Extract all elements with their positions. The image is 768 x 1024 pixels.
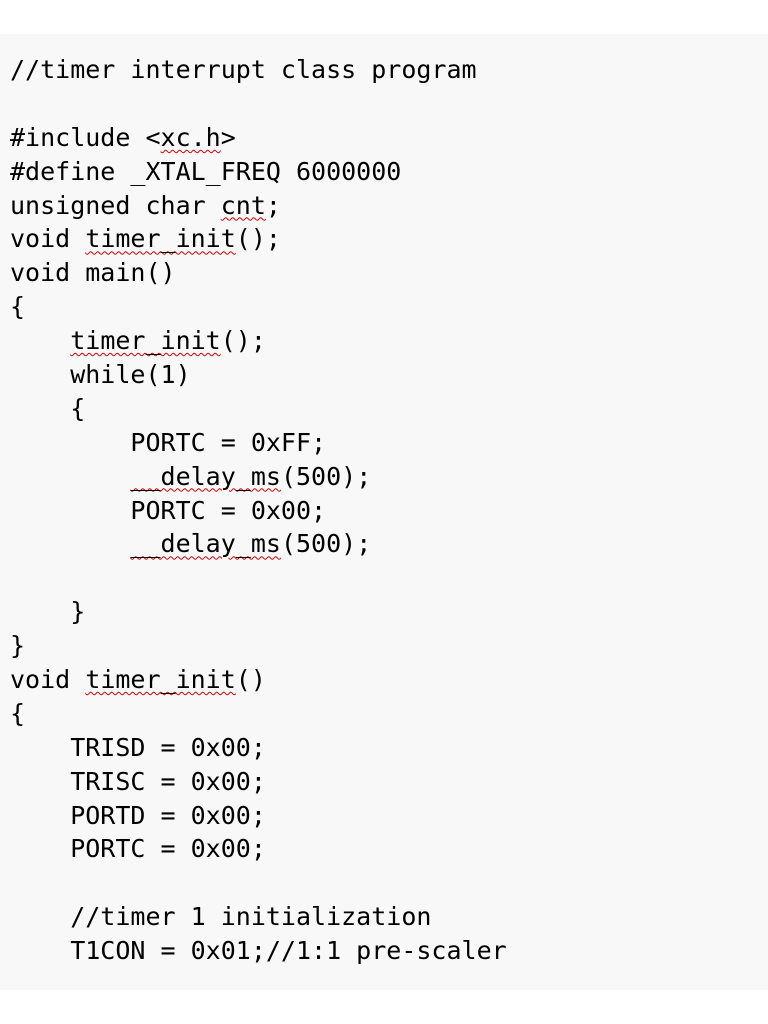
code-token: >	[220, 122, 236, 152]
code-token: {	[10, 393, 86, 423]
code-line: #define _XTAL_FREQ 6000000	[10, 155, 768, 189]
spellcheck-flagged-token: cnt	[220, 190, 266, 220]
code-token: void	[10, 224, 86, 254]
code-line: {	[10, 392, 768, 426]
code-line: {	[10, 290, 768, 324]
code-token: ();	[235, 224, 281, 254]
code-line: //timer 1 initialization	[10, 900, 768, 934]
spellcheck-flagged-token: timer_init	[85, 665, 236, 695]
code-token: while(1)	[10, 360, 191, 390]
code-token: PORTC = 0x00;	[10, 834, 266, 864]
code-line: void timer_init()	[10, 663, 768, 697]
code-token	[10, 462, 130, 491]
code-token: PORTC = 0xFF;	[10, 427, 327, 457]
code-token: }	[10, 597, 86, 627]
code-token: void	[10, 665, 86, 695]
code-line: __delay_ms(500);	[10, 527, 768, 561]
code-token	[10, 326, 70, 355]
code-token: PORTD = 0x00;	[10, 800, 266, 830]
code-token: (500);	[280, 529, 372, 559]
code-line: while(1)	[10, 358, 768, 392]
code-line: PORTD = 0x00;	[10, 799, 768, 833]
code-line: }	[10, 595, 768, 629]
code-line: unsigned char cnt;	[10, 189, 768, 223]
code-token	[10, 529, 130, 558]
code-token: ();	[220, 326, 266, 356]
code-token: TRISC = 0x00;	[10, 766, 266, 796]
code-line: PORTC = 0xFF;	[10, 426, 768, 460]
code-line: T1CON = 0x01;//1:1 pre-scaler	[10, 934, 768, 968]
code-token: ()	[235, 665, 266, 695]
spellcheck-flagged-token: __delay_ms	[130, 461, 281, 491]
code-line	[10, 87, 768, 121]
code-line: PORTC = 0x00;	[10, 494, 768, 528]
code-token: void main()	[10, 258, 176, 288]
code-token: //timer 1 initialization	[10, 902, 432, 932]
code-line	[10, 561, 768, 595]
code-line: void main()	[10, 256, 768, 290]
spellcheck-flagged-token: timer_init	[85, 224, 236, 254]
code-token: unsigned char	[10, 190, 221, 220]
code-token: #include <	[10, 122, 161, 152]
code-line: TRISC = 0x00;	[10, 765, 768, 799]
code-token: TRISD = 0x00;	[10, 732, 266, 762]
code-line: TRISD = 0x00;	[10, 731, 768, 765]
code-line: void timer_init();	[10, 222, 768, 256]
code-line: {	[10, 697, 768, 731]
code-token: (500);	[280, 461, 372, 491]
code-line: //timer interrupt class program	[10, 53, 768, 87]
code-panel: //timer interrupt class program #include …	[0, 34, 768, 990]
code-token: PORTC = 0x00;	[10, 495, 327, 525]
code-token: {	[10, 292, 26, 322]
code-token: #define _XTAL_FREQ 6000000	[10, 156, 402, 186]
code-line: __delay_ms(500);	[10, 460, 768, 494]
spellcheck-flagged-token: __delay_ms	[130, 529, 281, 559]
code-token: T1CON = 0x01;//1:1 pre-scaler	[10, 936, 507, 966]
code-token: {	[10, 698, 26, 728]
code-line	[10, 866, 768, 900]
spellcheck-flagged-token: timer_init	[70, 326, 221, 356]
code-body: //timer interrupt class program #include …	[10, 53, 768, 968]
code-line: timer_init();	[10, 324, 768, 358]
code-line: PORTC = 0x00;	[10, 832, 768, 866]
code-token: ;	[265, 190, 281, 220]
spellcheck-flagged-token: xc.h	[160, 122, 221, 152]
code-token: }	[10, 631, 26, 661]
code-token: //timer interrupt class program	[10, 55, 477, 84]
code-line: #include <xc.h>	[10, 121, 768, 155]
code-line: }	[10, 629, 768, 663]
